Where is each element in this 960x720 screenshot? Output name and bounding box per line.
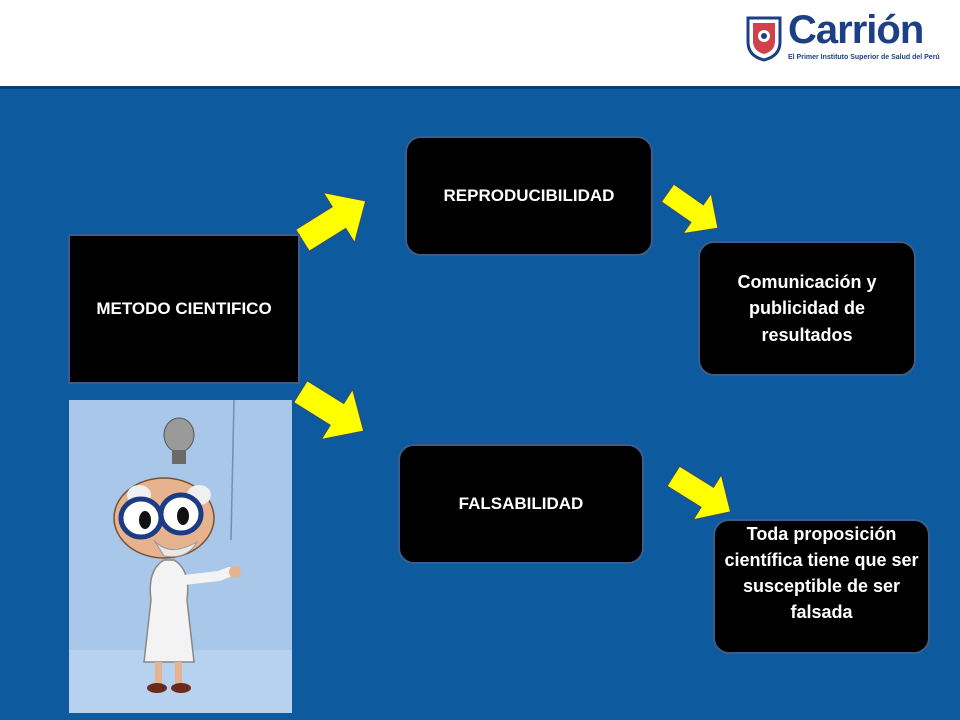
falsabilidad-label: FALSABILIDAD <box>458 494 584 513</box>
arrow-to-falsabilidad <box>292 379 365 441</box>
arrow-to-reproducibilidad <box>294 191 367 253</box>
reproducibilidad-label: REPRODUCIBILIDAD <box>443 186 615 205</box>
scientist-with-lightbulb-icon <box>69 399 292 713</box>
comunicacion-label: Comunicación y publicidad de resultados <box>737 272 877 345</box>
brand-tagline: El Primer Instituto Superior de Salud de… <box>788 54 940 61</box>
reproducibilidad-box: REPRODUCIBILIDAD <box>405 136 653 256</box>
carrion-logo: Carrión El Primer Instituto Superior de … <box>744 8 944 72</box>
header-bar: Carrión El Primer Instituto Superior de … <box>0 0 960 89</box>
comunicacion-box: Comunicación y publicidad de resultados <box>698 241 916 376</box>
metodo-cientifico-box: METODO CIENTIFICO <box>68 234 300 384</box>
arrow-to-toda-proposicion <box>665 464 732 522</box>
toda-proposicion-label: Toda proposición científica tiene que se… <box>724 524 919 623</box>
scientist-illustration <box>69 399 292 713</box>
toda-proposicion-box: Toda proposición científica tiene que se… <box>713 519 930 654</box>
falsabilidad-box: FALSABILIDAD <box>398 444 644 564</box>
arrow-to-comunicacion <box>660 182 720 235</box>
brand-name: Carrión <box>788 8 924 52</box>
shield-seal-icon <box>746 16 782 62</box>
metodo-cientifico-label: METODO CIENTIFICO <box>96 299 272 318</box>
